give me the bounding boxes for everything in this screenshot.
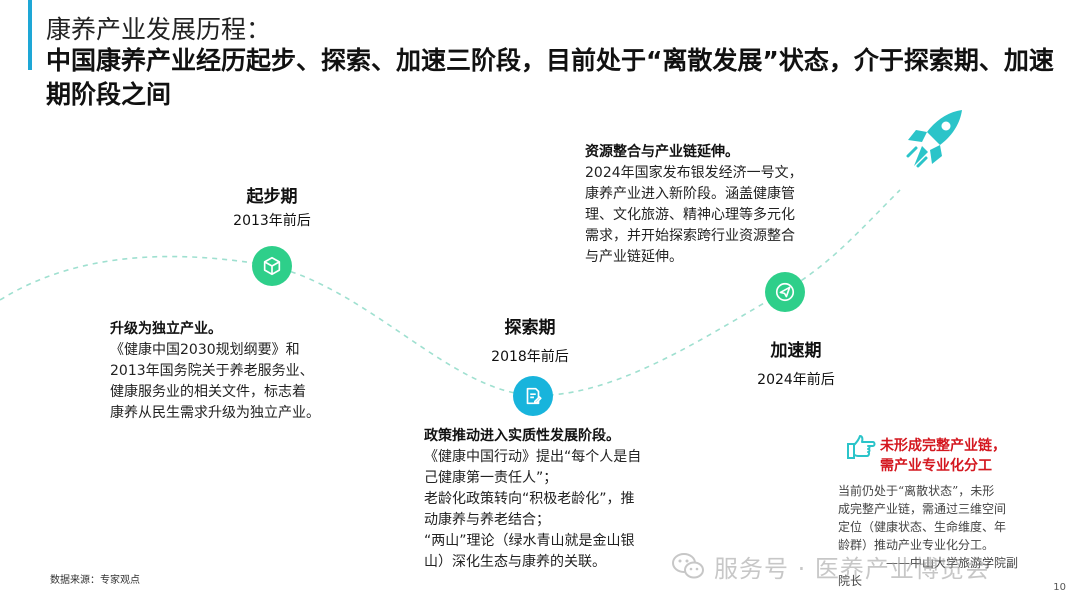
callout-title-line: 需产业专业化分工	[880, 458, 992, 474]
desc-line: 与产业链延伸。	[585, 249, 683, 265]
stage-accelerate-title: 加速期	[770, 341, 822, 361]
callout-line: 当前仍处于“离散状态”，未形	[838, 484, 995, 498]
desc-line: 健康服务业的相关文件，标志着	[110, 384, 306, 400]
page-number: 10	[1053, 582, 1066, 593]
stage-start-description: 升级为独立产业。 《健康中国2030规划纲要》和 2013年国务院关于养老服务业…	[110, 319, 360, 424]
stage-accelerate-year: 2024年前后	[757, 372, 835, 388]
desc-line: 老龄化政策转向“积极老龄化”，推	[424, 491, 635, 507]
page-title: 康养产业发展历程：	[46, 15, 272, 44]
cube-icon	[252, 246, 292, 286]
desc-line: 2013年国务院关于养老服务业、	[110, 363, 314, 379]
callout-line: 龄群）推动产业专业化分工。	[838, 538, 995, 552]
callout-line: 成完整产业链，需通过三维空间	[838, 502, 1007, 516]
desc-line: 2024年国家发布银发经济一号文，	[585, 165, 803, 181]
callout-line: 院长	[838, 574, 863, 588]
desc-line: 动康养与养老结合；	[424, 512, 550, 528]
desc-line: 《健康中国2030规划纲要》和	[110, 342, 300, 358]
desc-line: 需求，并开始探索跨行业资源整合	[585, 228, 795, 244]
callout-line: 定位（健康状态、生命维度、年	[838, 520, 1007, 534]
stage-start-heading: 升级为独立产业。	[110, 321, 222, 337]
data-source: 数据来源：专家观点	[50, 575, 140, 586]
stage-start-year: 2013年前后	[233, 213, 311, 229]
stage-explore-heading: 政策推动进入实质性发展阶段。	[424, 428, 620, 444]
desc-line: 理、文化旅游、精神心理等多元化	[585, 207, 795, 223]
stage-explore-title: 探索期	[504, 318, 556, 338]
stage-start-title: 起步期	[246, 187, 298, 207]
callout-text: 当前仍处于“离散状态”，未形 成完整产业链，需通过三维空间 定位（健康状态、生命…	[838, 482, 1053, 590]
desc-line: 康养从民生需求升级为独立产业。	[110, 405, 320, 421]
stage-explore-description: 政策推动进入实质性发展阶段。 《健康中国行动》提出“每个人是自 己健康第一责任人…	[424, 426, 694, 573]
wechat-icon	[672, 553, 704, 579]
paper-plane-icon	[765, 272, 805, 312]
page-headline: 中国康养产业经历起步、探索、加速三阶段，目前处于“离散发展”状态，介于探索期、加…	[46, 46, 1054, 109]
pointing-hand-icon	[847, 435, 876, 459]
desc-line: 《健康中国行动》提出“每个人是自	[424, 449, 642, 465]
watermark-text: 服务号 · 医养产业博览会	[714, 554, 990, 583]
stage-explore-year: 2018年前后	[491, 349, 569, 365]
desc-line: “两山”理论（绿水青山就是金山银	[424, 533, 635, 549]
title-accent-bar	[28, 0, 32, 70]
desc-line: 山）深化生态与康养的关联。	[424, 554, 606, 570]
stage-accelerate-description: 资源整合与产业链延伸。 2024年国家发布银发经济一号文， 康养产业进入新阶段。…	[585, 142, 845, 268]
callout-line: ——中山大学旅游学院副	[886, 556, 1019, 570]
callout-title-line: 未形成完整产业链，	[880, 438, 1006, 454]
watermark: 服务号 · 医养产业博览会	[672, 548, 1052, 584]
stage-accelerate-heading: 资源整合与产业链延伸。	[585, 144, 739, 160]
desc-line: 己健康第一责任人”；	[424, 470, 558, 486]
document-edit-icon	[513, 376, 553, 416]
callout-title: 未形成完整产业链， 需产业专业化分工	[880, 436, 1060, 476]
desc-line: 康养产业进入新阶段。涵盖健康管	[585, 186, 795, 202]
rocket-icon	[906, 110, 962, 168]
